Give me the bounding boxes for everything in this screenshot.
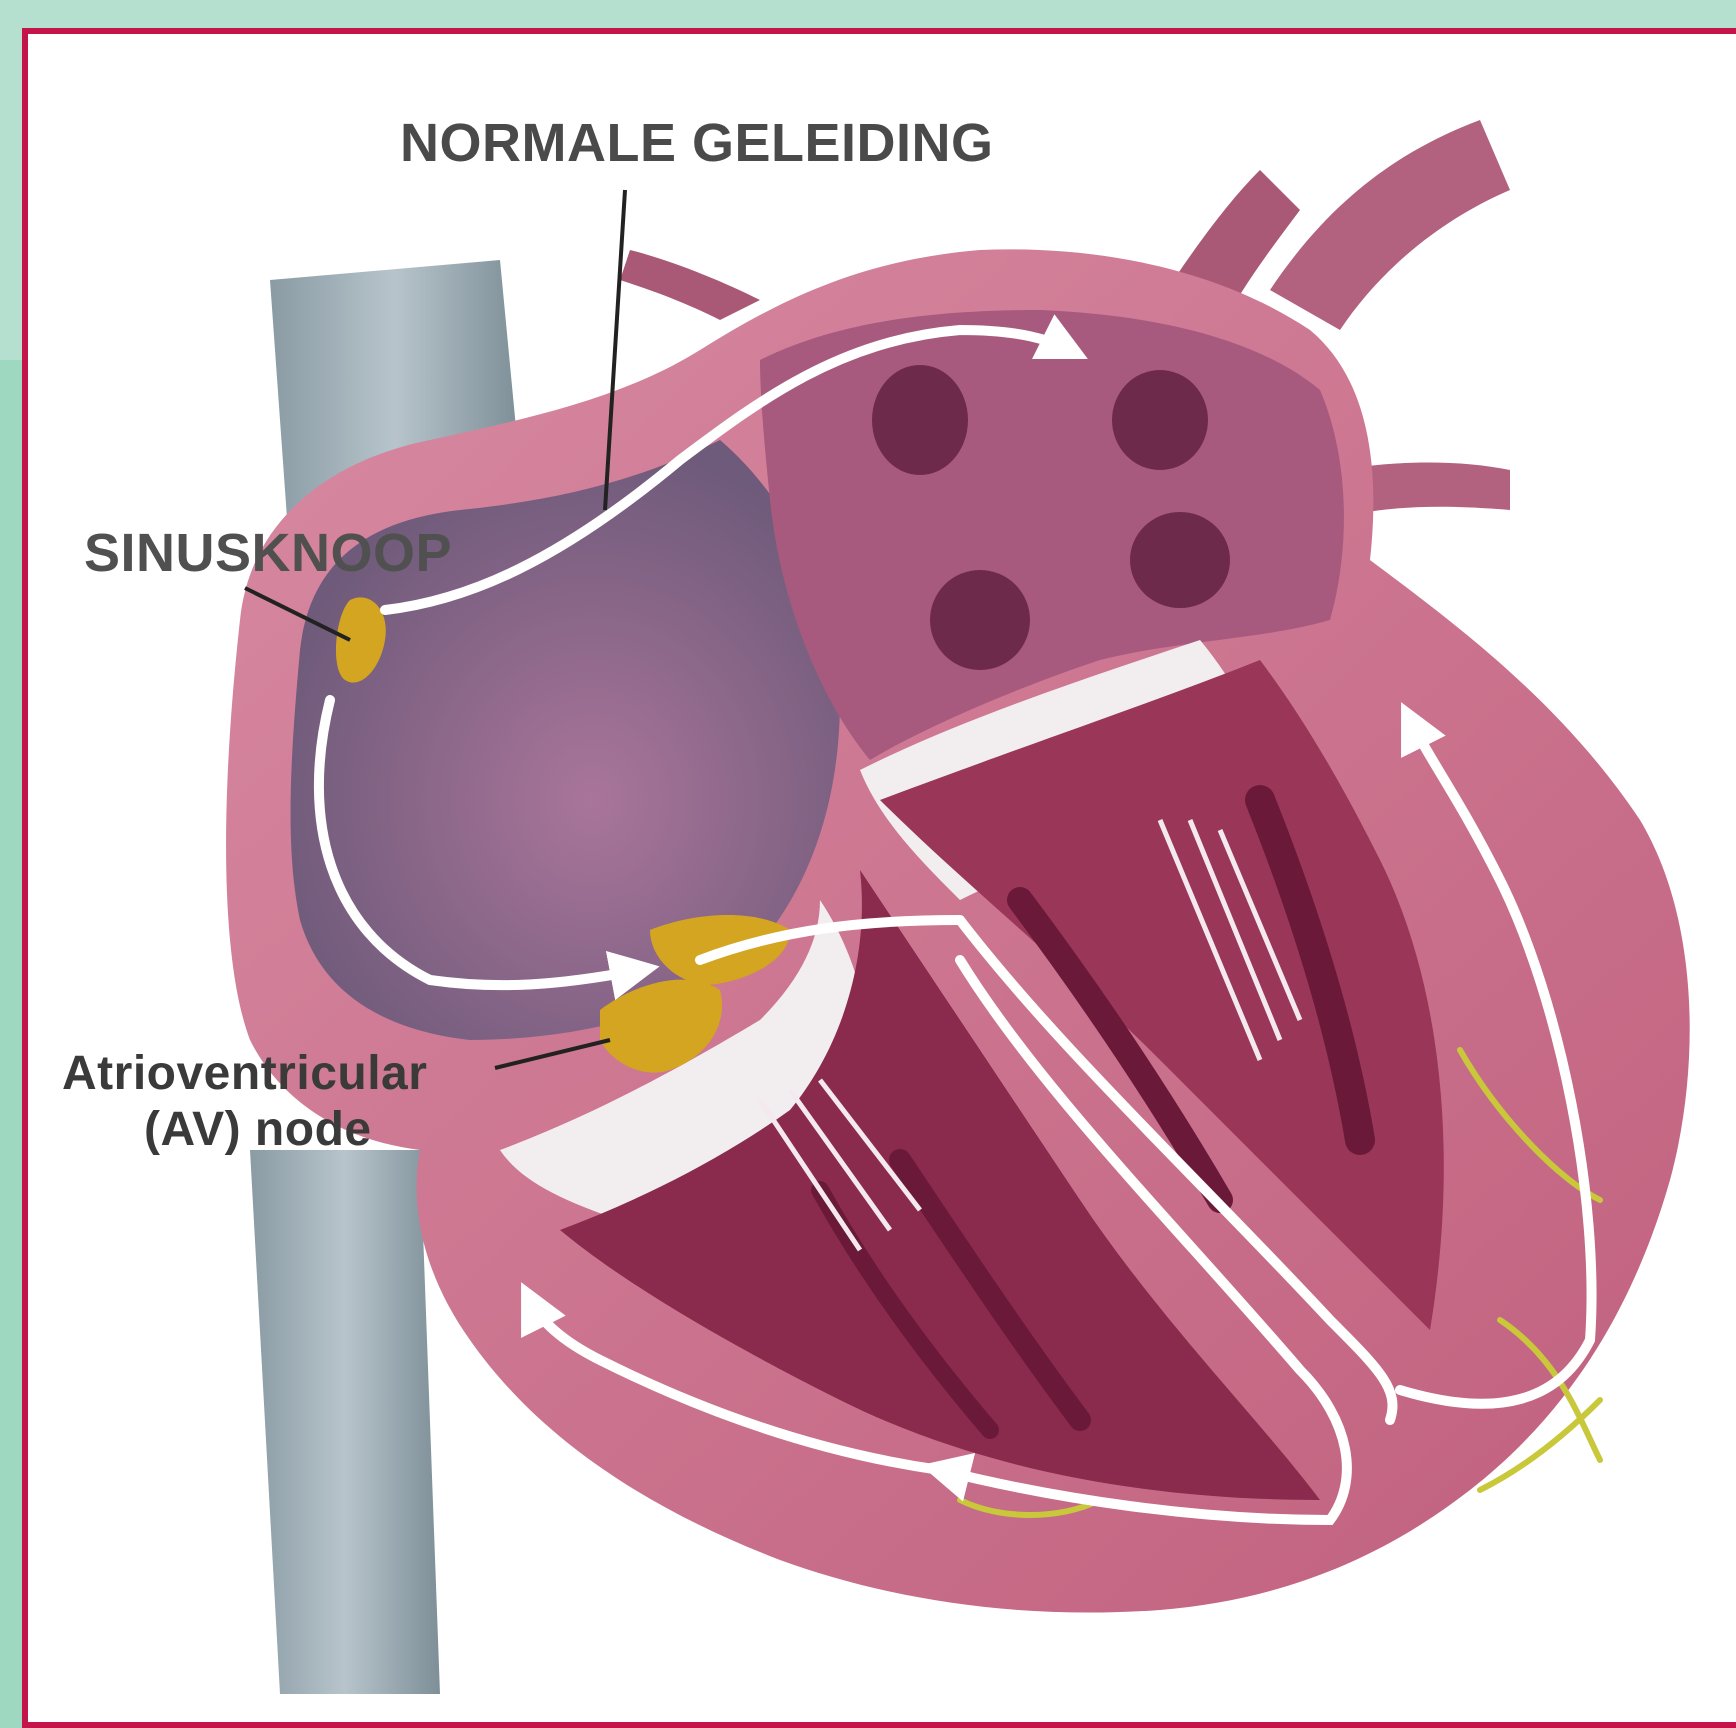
av-node-label-line1: Atrioventricular: [62, 1046, 427, 1101]
sinus-node-label: SINUSKNOOP: [84, 522, 452, 584]
av-node-label-line2: (AV) node: [144, 1102, 372, 1157]
pulmonary-vein-opening: [872, 365, 968, 475]
pulmonary-vein-opening: [1112, 370, 1208, 470]
diagram-title: NORMALE GELEIDING: [400, 112, 994, 174]
pulmonary-vein-opening: [1130, 512, 1230, 608]
pulmonary-vein-opening: [930, 570, 1030, 670]
